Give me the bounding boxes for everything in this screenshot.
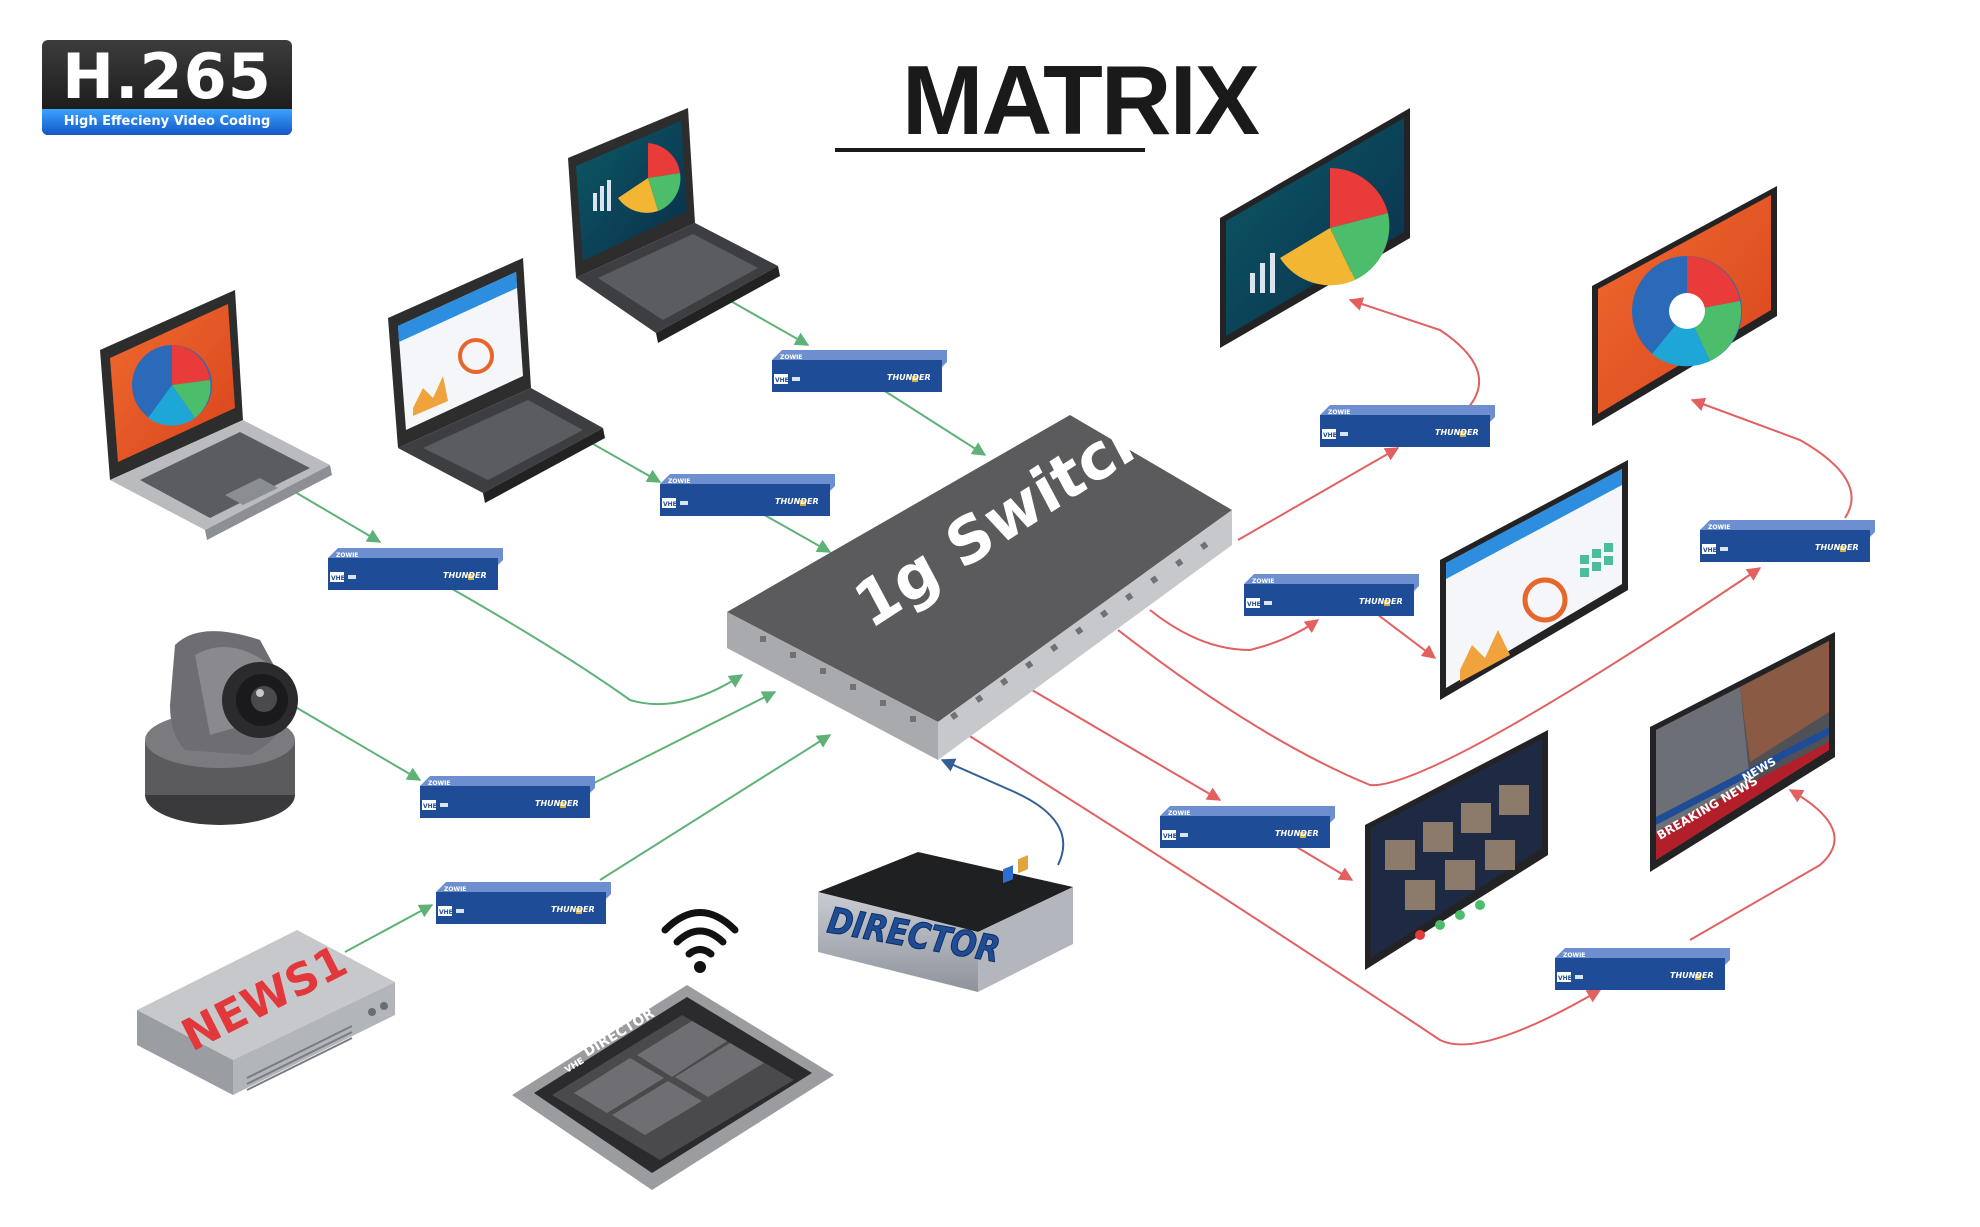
output-links bbox=[959, 297, 1853, 1046]
link-laptop3-encoder bbox=[719, 294, 810, 346]
encoder-model: THUNDER bbox=[775, 497, 819, 506]
link-decoder-right-display2 bbox=[1690, 397, 1853, 519]
display-icon bbox=[1592, 186, 1777, 426]
laptop-icon bbox=[100, 290, 332, 540]
encoder-logo: VHE bbox=[439, 909, 453, 916]
link-encoder3-switch bbox=[879, 387, 987, 456]
encoder-model: THUNDER bbox=[1275, 829, 1319, 838]
encoder-model: THUNDER bbox=[1815, 543, 1859, 552]
link-decoder-bottom-display5 bbox=[1689, 789, 1836, 941]
link-encoder1-switch bbox=[439, 581, 744, 706]
h265-badge-title: H.265 bbox=[62, 40, 272, 113]
ptz-camera-icon bbox=[145, 631, 298, 825]
page-title: MATRIX bbox=[901, 45, 1260, 155]
news-device: NEWS1 bbox=[137, 930, 395, 1095]
encoder-brand: ZOWIE bbox=[444, 886, 466, 893]
link-switch-decoder-center bbox=[1031, 689, 1222, 801]
director-box: DIRECTOR bbox=[818, 852, 1073, 992]
tablet: DIRECTOR VHE bbox=[512, 985, 834, 1190]
encoder-brand: ZOWIE bbox=[1328, 409, 1350, 416]
encoder-brand: ZOWIE bbox=[1252, 578, 1274, 585]
encoder-brand: ZOWIE bbox=[336, 552, 358, 559]
encoder-model: THUNDER bbox=[1359, 597, 1403, 606]
encoder-logo: VHE bbox=[1163, 833, 1177, 840]
display-2 bbox=[1592, 186, 1777, 426]
link-news-encoder bbox=[344, 904, 434, 953]
tablet-icon bbox=[512, 985, 834, 1190]
display-icon bbox=[1365, 730, 1548, 970]
encoder-brand: ZOWIE bbox=[780, 354, 802, 361]
link-director-switch bbox=[940, 758, 1065, 866]
encoder-model: THUNDER bbox=[1435, 428, 1479, 437]
encoder-logo: VHE bbox=[663, 501, 677, 508]
display-1 bbox=[1220, 108, 1410, 348]
encoder-brand: ZOWIE bbox=[668, 478, 690, 485]
display-3 bbox=[1440, 460, 1628, 700]
link-camera-encoder bbox=[291, 704, 422, 781]
encoder-group: ZOWIE THUNDER VHE ZOWIE THUNDER VHE ZOWIE THUND… bbox=[328, 350, 1875, 990]
wifi-icon bbox=[661, 909, 739, 958]
laptop-icon bbox=[388, 258, 605, 503]
encoder-laptop-1: ZOWIE THUNDER VHE bbox=[328, 548, 503, 590]
h265-badge: H.265 High Effecieny Video Coding bbox=[42, 40, 292, 135]
encoder-logo: VHE bbox=[1247, 601, 1261, 608]
wifi bbox=[661, 909, 739, 973]
display-icon bbox=[1440, 460, 1628, 700]
encoder-logo: VHE bbox=[1703, 547, 1717, 554]
encoder-news: ZOWIE THUNDER VHE bbox=[436, 882, 611, 924]
network-switch: 1g Switch bbox=[727, 392, 1232, 760]
encoder-camera: ZOWIE THUNDER VHE bbox=[420, 776, 595, 818]
switch-ports bbox=[760, 541, 1209, 722]
encoder-model: THUNDER bbox=[443, 571, 487, 580]
encoder-brand: ZOWIE bbox=[1168, 810, 1190, 817]
link-switch-decoder-bottom bbox=[959, 729, 1602, 1046]
decoder-display-1: ZOWIE THUNDER VHE bbox=[1320, 405, 1495, 447]
decoder-display-5: ZOWIE THUNDER VHE bbox=[1555, 948, 1730, 990]
encoder-laptop-3: ZOWIE THUNDER VHE bbox=[772, 350, 947, 392]
encoder-brand: ZOWIE bbox=[1563, 952, 1585, 959]
title-underline bbox=[835, 148, 1145, 152]
decoder-display-2: ZOWIE THUNDER VHE bbox=[1700, 520, 1875, 562]
laptop-icon bbox=[568, 108, 780, 343]
encoder-model: THUNDER bbox=[535, 799, 579, 808]
encoder-logo: VHE bbox=[1558, 975, 1572, 982]
ptz-camera bbox=[145, 631, 298, 825]
encoder-brand: ZOWIE bbox=[428, 780, 450, 787]
display-5: BREAKING NEWS NEWS bbox=[1650, 632, 1835, 872]
mini-pc-icon bbox=[818, 852, 1073, 992]
display-icon bbox=[1220, 108, 1410, 348]
network-switch-icon bbox=[727, 415, 1232, 722]
encoder-logo: VHE bbox=[423, 803, 437, 810]
encoder-logo: VHE bbox=[775, 377, 789, 384]
encoder-logo: VHE bbox=[331, 575, 345, 582]
link-decoder-top-display1 bbox=[1348, 297, 1481, 409]
encoder-laptop-2: ZOWIE THUNDER VHE bbox=[660, 474, 835, 516]
link-encoder-news-switch bbox=[599, 734, 832, 881]
laptop-1 bbox=[100, 290, 332, 540]
laptop-3 bbox=[568, 108, 780, 343]
link-switch-decoder-right bbox=[1117, 567, 1762, 787]
h265-badge-subtitle: High Effecieny Video Coding bbox=[42, 109, 292, 135]
decoder-display-3: ZOWIE THUNDER VHE bbox=[1244, 574, 1419, 616]
display-4 bbox=[1365, 730, 1548, 970]
encoder-model: THUNDER bbox=[551, 905, 595, 914]
encoder-brand: ZOWIE bbox=[1708, 524, 1730, 531]
link-switch-decoder-mid bbox=[1149, 609, 1320, 652]
encoder-logo: VHE bbox=[1323, 432, 1337, 439]
link-switch-decoder-top bbox=[1237, 447, 1400, 541]
encoder-model: THUNDER bbox=[887, 373, 931, 382]
decoder-display-4: ZOWIE THUNDER VHE bbox=[1160, 806, 1335, 848]
display-icon bbox=[1650, 632, 1835, 872]
laptop-2 bbox=[388, 258, 605, 503]
encoder-model: THUNDER bbox=[1670, 971, 1714, 980]
link-encoder-camera-switch bbox=[589, 691, 777, 786]
